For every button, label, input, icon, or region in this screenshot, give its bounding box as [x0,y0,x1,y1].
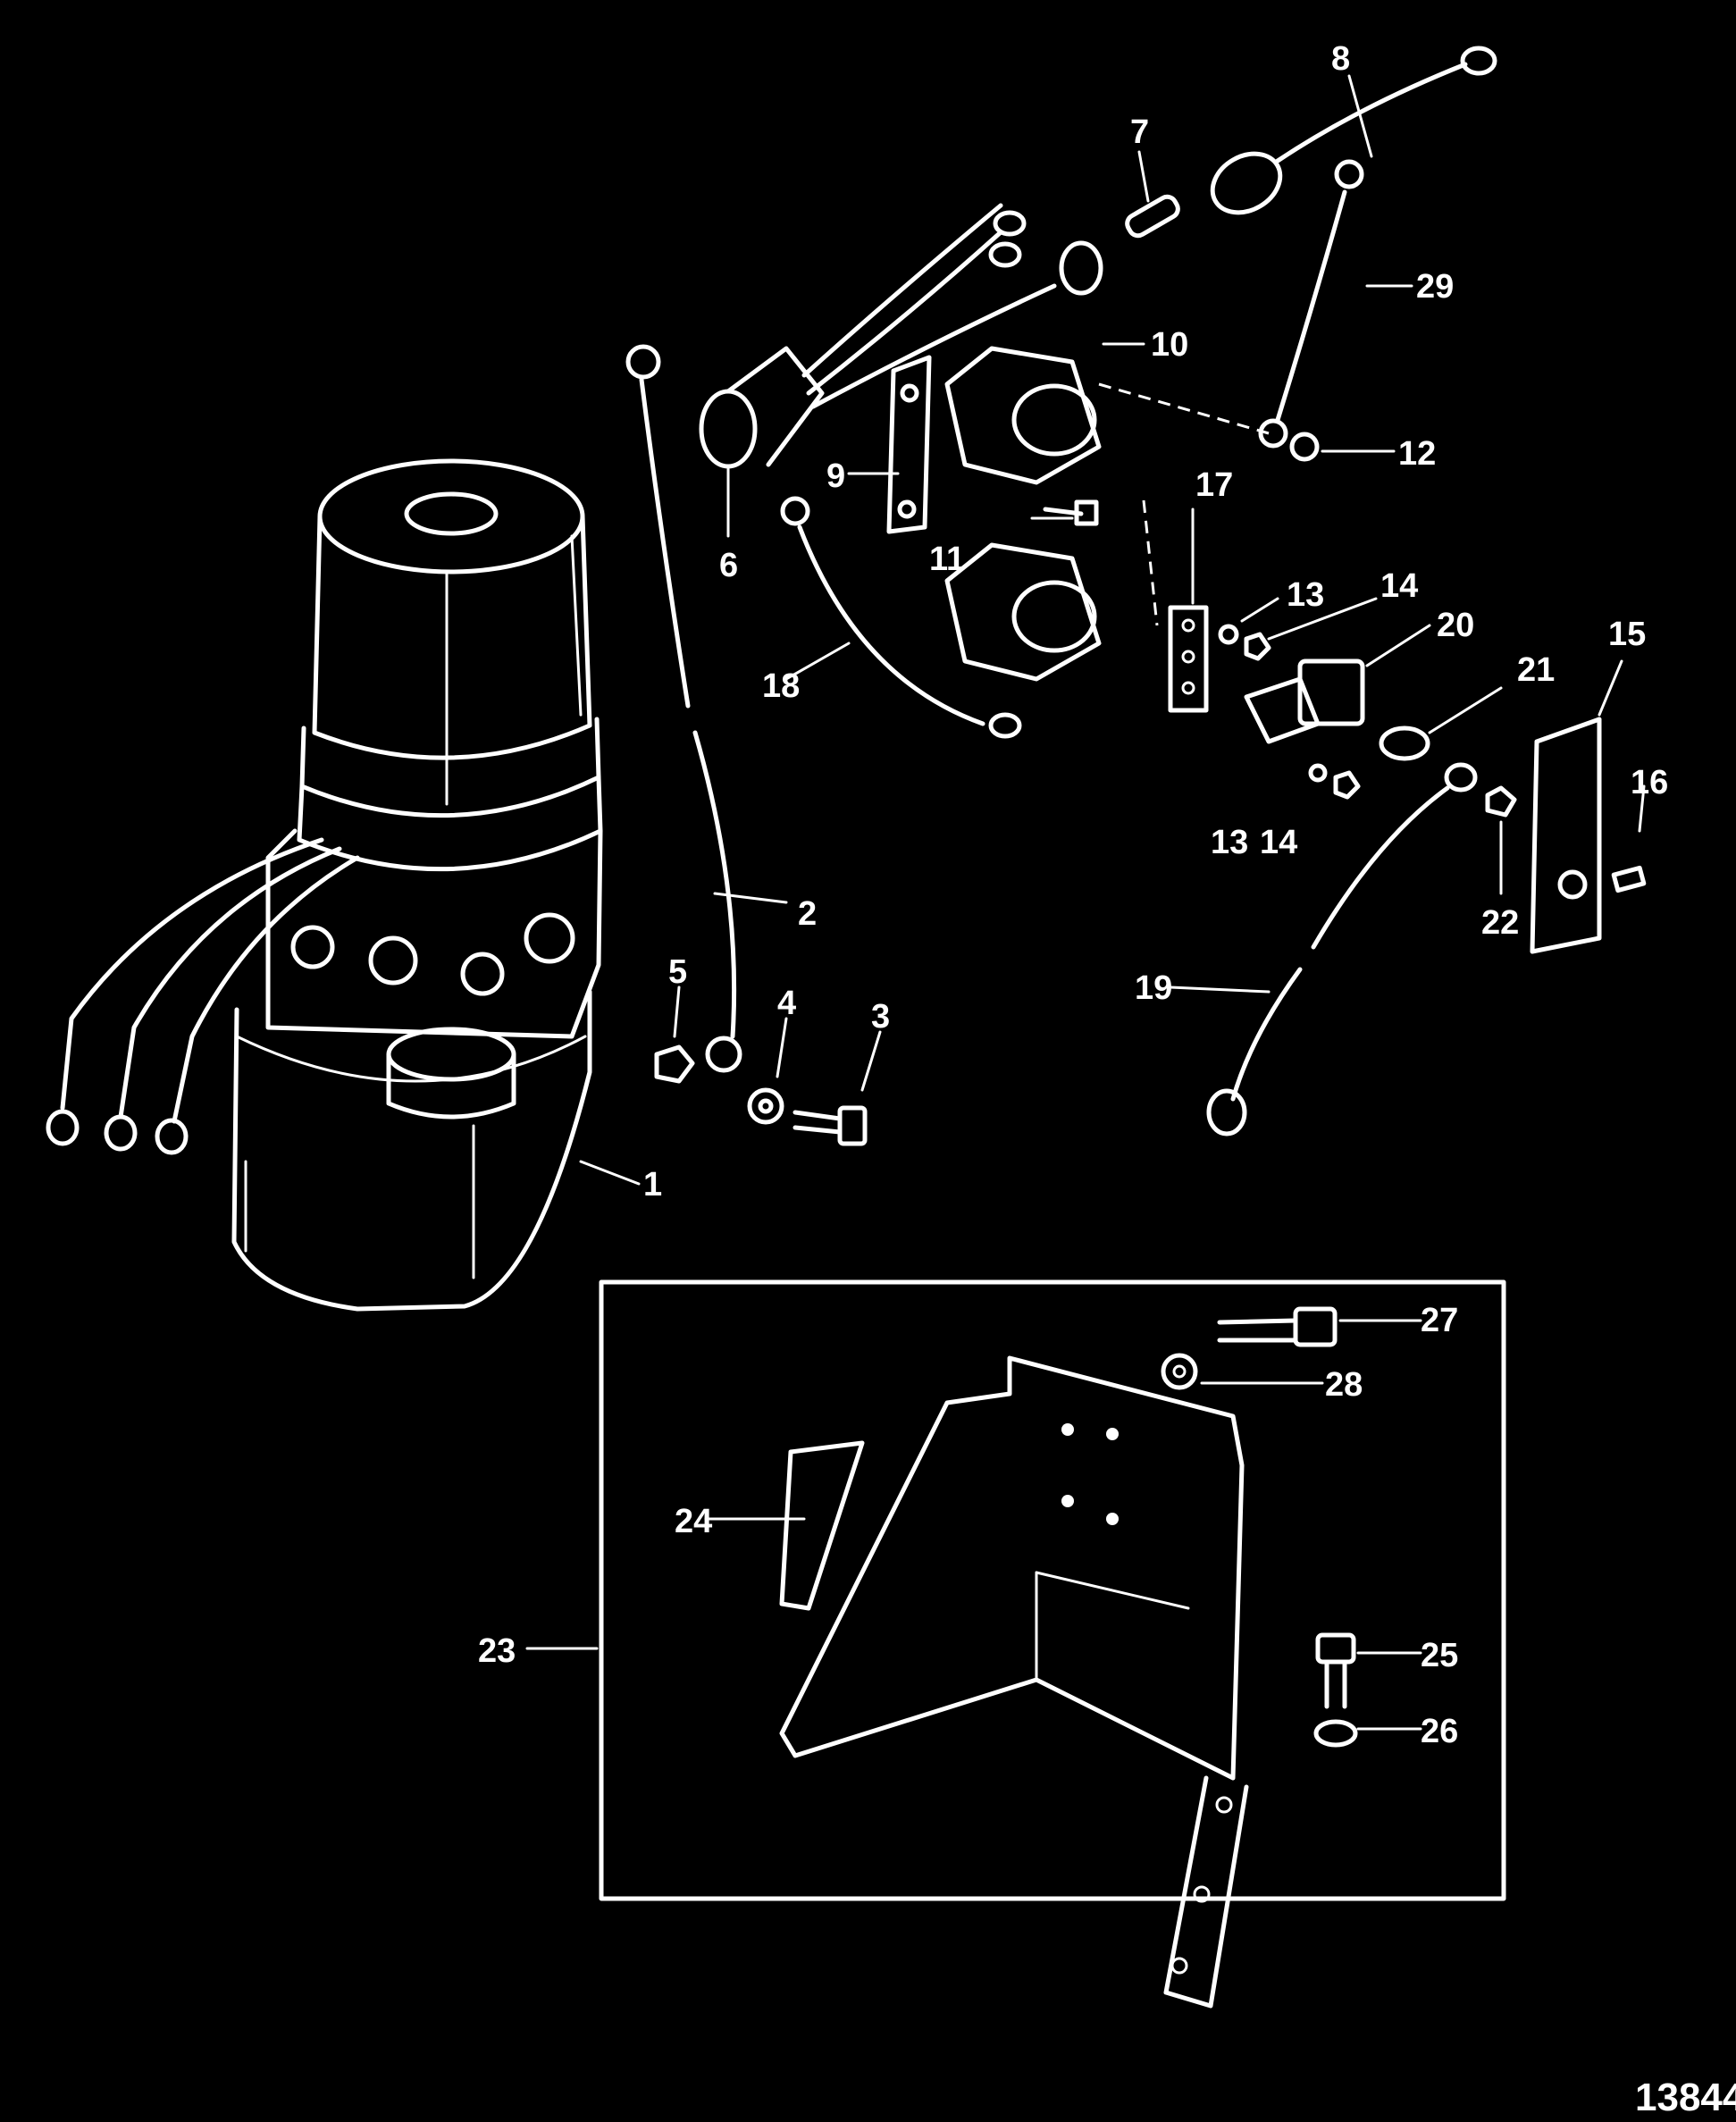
callout-9: 9 [826,457,845,495]
callout-28: 28 [1325,1366,1363,1404]
callout-12: 12 [1398,435,1436,473]
callout-22: 22 [1481,904,1519,942]
callout-15: 15 [1608,616,1646,653]
callout-13-lower: 13 [1211,824,1248,861]
fuse-and-lead [1125,46,1497,239]
callout-21: 21 [1517,651,1555,689]
callout-6: 6 [719,547,738,584]
solenoid-assembly [886,346,1102,682]
callout-25: 25 [1421,1637,1458,1674]
callout-11: 11 [929,541,965,578]
callout-27: 27 [1421,1302,1458,1339]
terminal-cover [1485,717,1647,954]
bracket-inset [599,1279,1506,2009]
leader-lines [525,74,1646,1731]
pump-motor-assembly [46,458,603,1312]
callout-13-upper: 13 [1287,576,1324,614]
callout-2: 2 [798,895,817,933]
callout-14-upper: 14 [1380,567,1418,605]
callout-4: 4 [777,985,796,1022]
lead-and-nut [1098,159,1364,462]
callout-20: 20 [1437,607,1474,644]
callout-7: 7 [1130,113,1149,151]
callout-18: 18 [762,667,800,705]
callout-19: 19 [1135,969,1172,1007]
callout-24: 24 [675,1503,712,1540]
callout-8: 8 [1331,40,1350,78]
callout-labels: 1 2 3 4 5 6 7 8 9 10 11 12 13 14 13 14 1… [478,40,1668,1750]
callout-17: 17 [1195,466,1233,504]
callout-16: 16 [1631,764,1668,801]
callout-5: 5 [668,953,687,991]
jumper-cables [780,496,1478,1136]
callout-1: 1 [643,1166,662,1204]
callout-14-lower: 14 [1260,824,1297,861]
figure-code: 13844 [1635,2076,1736,2119]
ground-cable [625,344,742,1073]
callout-26: 26 [1421,1713,1458,1750]
bolt-washer-nut [654,1044,868,1146]
callout-10: 10 [1151,326,1188,364]
harness-connector [699,203,1103,469]
callout-29: 29 [1416,268,1454,306]
terminal-plate-and-breaker [1142,499,1430,800]
callout-23: 23 [478,1632,516,1670]
callout-3: 3 [871,998,890,1036]
